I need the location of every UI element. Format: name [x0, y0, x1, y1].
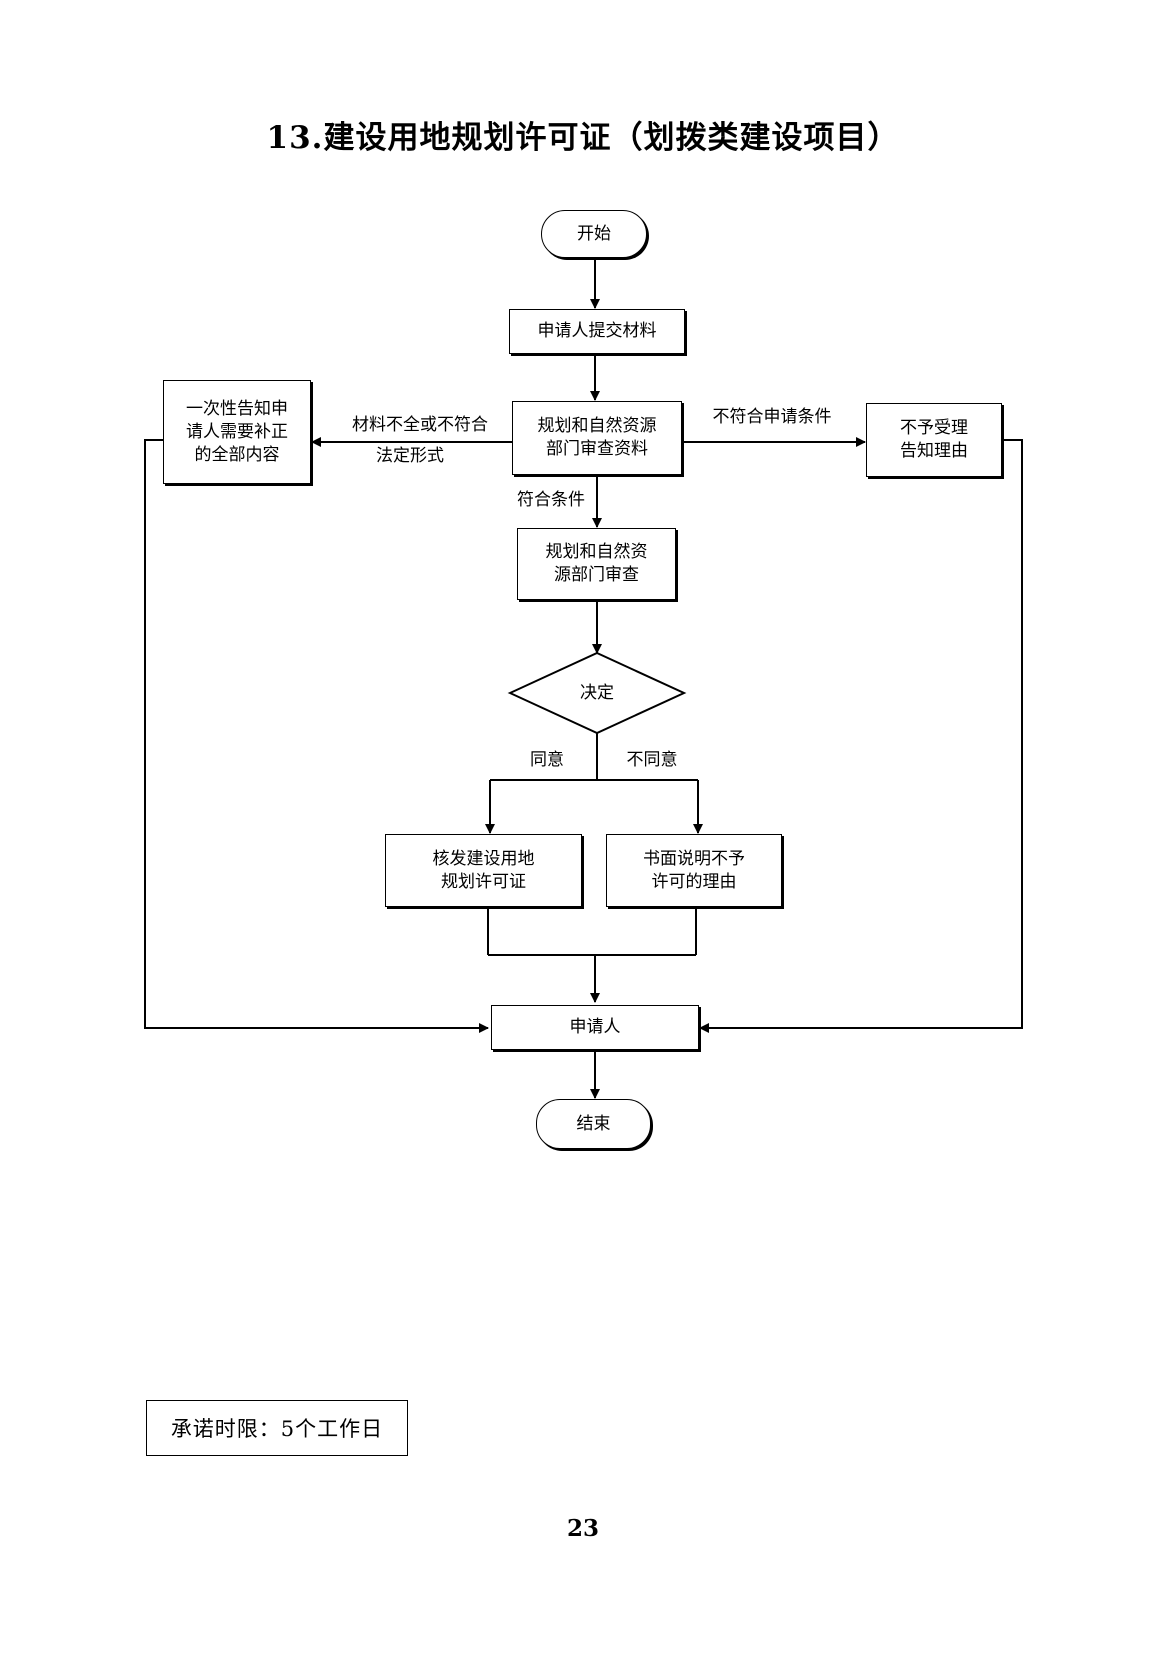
label-not-qualified: 不符合申请条件	[712, 407, 832, 427]
label-disagree: 不同意	[626, 750, 678, 770]
promise-time-limit: 承诺时限：5个工作日	[146, 1400, 408, 1456]
label-qualified: 符合条件	[517, 490, 585, 510]
reject-acceptance-node: 不予受理 告知理由	[866, 403, 1002, 477]
left-feedback-line	[144, 439, 489, 1033]
page-number: 23	[566, 1515, 599, 1542]
label-agree: 同意	[530, 750, 564, 770]
label-incomplete: 材料不全或不符合 法定形式	[352, 415, 488, 466]
decision-diamond	[507, 651, 687, 735]
applicant-node: 申请人	[491, 1005, 699, 1050]
department-review-node: 规划和自然资 源部门审查	[517, 528, 676, 600]
end-node: 结束	[536, 1099, 651, 1149]
page-title: 13.建设用地规划许可证（划拨类建设项目）	[266, 120, 900, 156]
notify-correction-node: 一次性告知申 请人需要补正 的全部内容	[163, 380, 311, 484]
deny-explanation-node: 书面说明不予 许可的理由	[606, 834, 782, 907]
submit-materials-node: 申请人提交材料	[509, 309, 685, 354]
decision-label: 决定	[580, 682, 614, 703]
right-feedback-line	[699, 439, 1023, 1033]
start-node: 开始	[541, 210, 647, 258]
review-documents-node: 规划和自然资源 部门审查资料	[512, 401, 682, 475]
issue-permit-node: 核发建设用地 规划许可证	[385, 834, 582, 907]
